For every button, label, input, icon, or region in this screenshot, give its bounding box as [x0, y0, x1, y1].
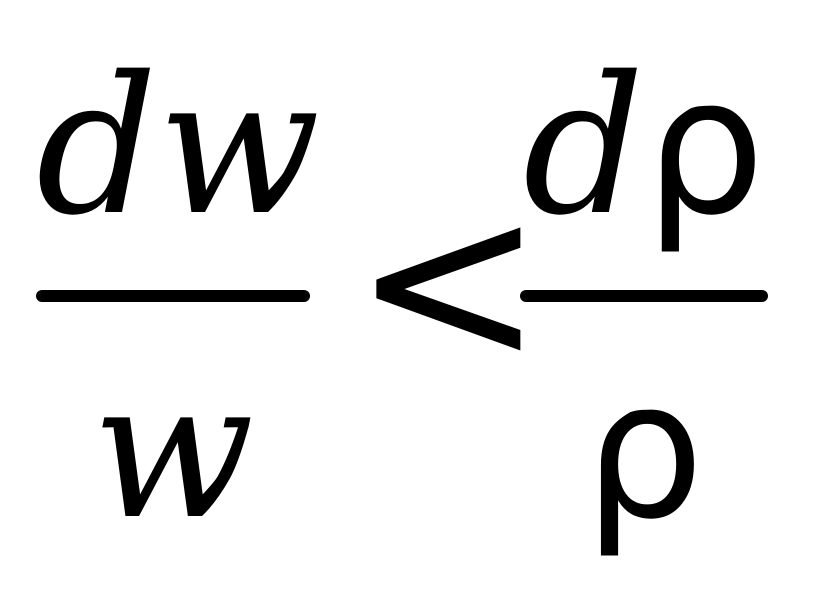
left-numerator-d: d	[36, 36, 158, 257]
less-than-sign: <	[352, 149, 545, 416]
left-numerator: dw	[36, 52, 320, 242]
left-fraction: dw w	[36, 0, 320, 612]
right-numerator-d: d	[522, 36, 645, 257]
right-numerator: dρ	[520, 52, 768, 242]
right-denominator: ρ	[583, 340, 705, 561]
left-fraction-bar	[36, 290, 310, 302]
left-numerator-var: w	[157, 36, 321, 257]
left-denominator: w	[91, 340, 255, 561]
right-numerator-var: ρ	[644, 36, 766, 257]
right-fraction: dρ ρ	[520, 0, 768, 612]
right-fraction-bar	[520, 290, 768, 302]
